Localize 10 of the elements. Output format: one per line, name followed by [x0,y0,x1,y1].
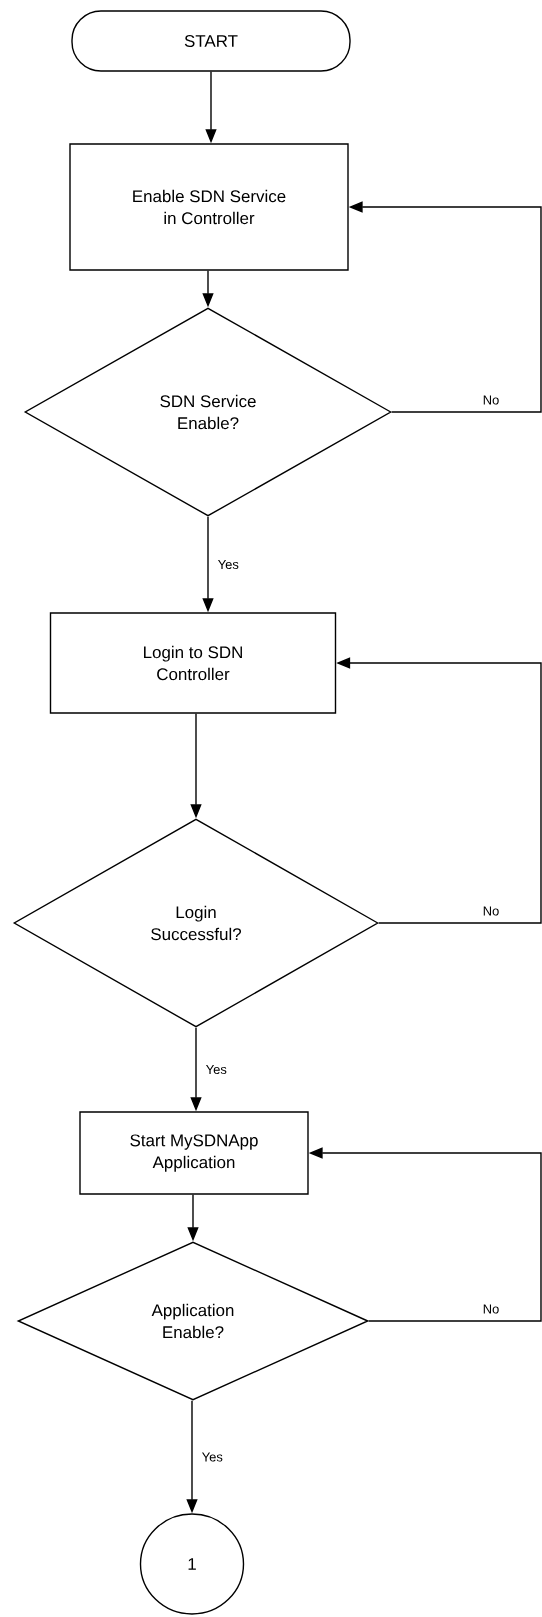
process-box: Start MySDNApp Application [79,1111,309,1195]
edge-label: Yes [216,559,240,571]
process-box: Enable SDN Service in Controller [69,143,349,271]
process-box: Login to SDN Controller [49,612,337,714]
edge-label: Yes [200,1451,224,1463]
edge-label: No [481,394,501,406]
start-terminal: START [71,10,351,72]
edge-label: No [481,905,501,917]
edge-label: No [481,1303,501,1315]
edge-label: Yes [204,1064,228,1076]
